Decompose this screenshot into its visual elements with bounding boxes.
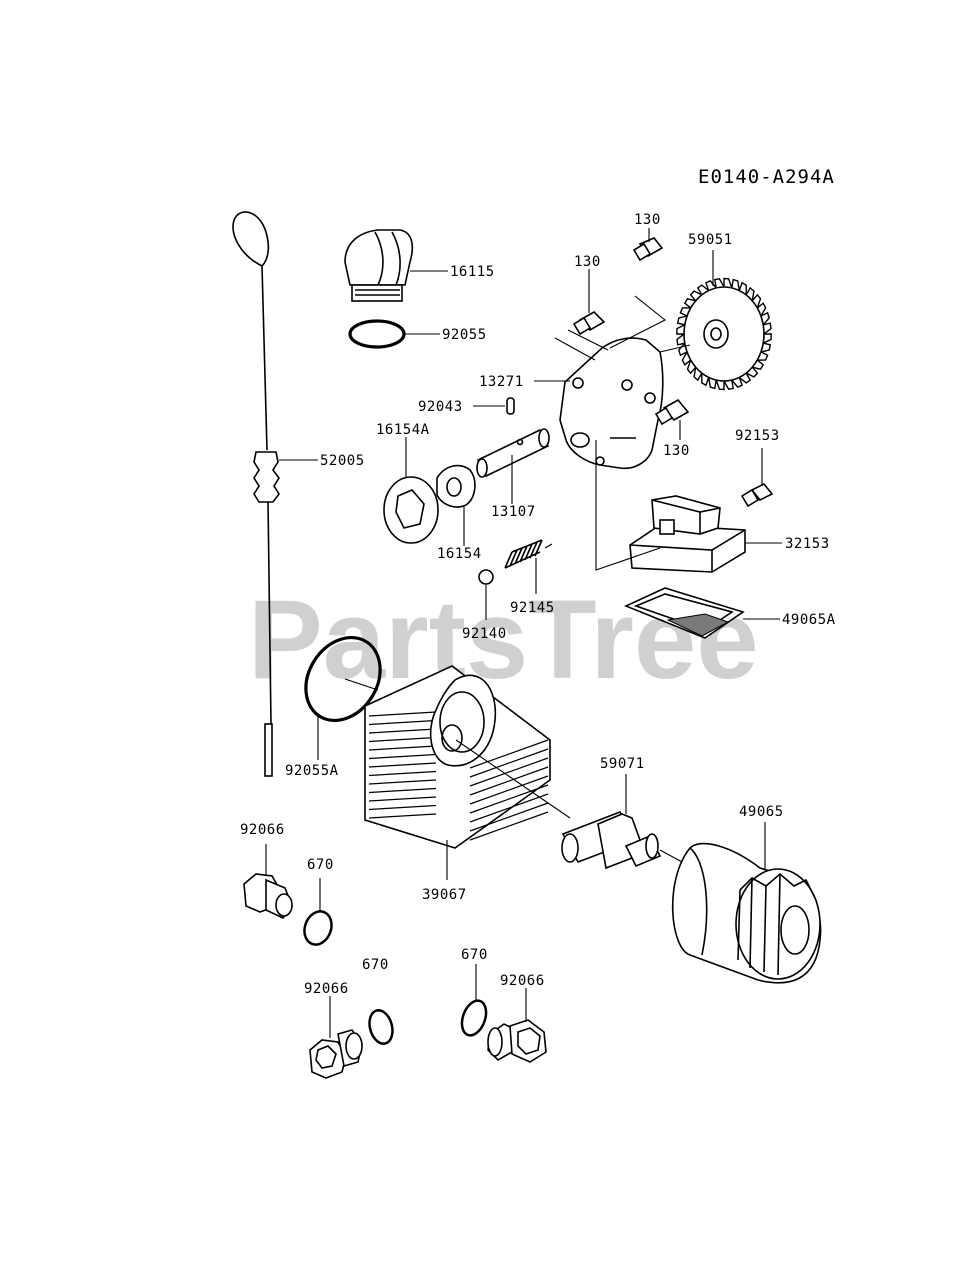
cooler-fin (469, 802, 549, 832)
callout-670-c: 670 (461, 947, 488, 963)
callout-670-b: 670 (362, 957, 389, 973)
callout-13271: 13271 (479, 374, 524, 390)
callout-16115: 16115 (450, 264, 495, 280)
cooler-fin (368, 813, 437, 819)
callout-92140: 92140 (462, 626, 507, 642)
callout-92153: 92153 (735, 428, 780, 444)
oil-cooler-part (364, 665, 571, 880)
outer-rotor-part (383, 437, 439, 544)
callout-32153: 32153 (785, 536, 830, 552)
o-ring-670-b (368, 1009, 394, 1045)
relief-spring-part (504, 539, 553, 594)
drain-plug-92066-c (487, 988, 547, 1063)
pump-shaft-part (476, 428, 550, 504)
oil-pump-gear-part (609, 250, 772, 391)
callout-130-left: 130 (574, 254, 601, 270)
cooler-fin (368, 787, 437, 794)
cooler-fin (368, 770, 437, 777)
callout-92055: 92055 (442, 327, 487, 343)
diagram-code: E0140-A294A (698, 166, 835, 188)
drain-plug-92066-b (309, 996, 363, 1079)
cooler-fin (368, 728, 437, 734)
dipstick-part (232, 211, 318, 777)
callout-130-right: 130 (663, 443, 690, 459)
callout-92066-c: 92066 (500, 973, 545, 989)
o-ring-92055-part (348, 319, 440, 349)
callout-670-a: 670 (307, 857, 334, 873)
cooler-fin (368, 745, 437, 751)
cooler-fin (368, 804, 437, 811)
cooler-fin (368, 762, 437, 768)
callout-92066-b: 92066 (304, 981, 349, 997)
cooler-fin (368, 736, 437, 743)
callout-39067: 39067 (422, 887, 467, 903)
pump-cover-plate-part (534, 329, 664, 470)
o-ring-92055A-part (304, 635, 382, 760)
cooler-fin (469, 811, 549, 841)
oil-filter-nipple-part (561, 774, 683, 870)
callout-92043: 92043 (418, 399, 463, 415)
bolt-92153-part (740, 448, 774, 508)
o-ring-670-a (303, 878, 333, 946)
o-ring-670-c (460, 964, 488, 1037)
oil-filter-part (671, 822, 822, 984)
cooler-fin (368, 779, 437, 785)
callout-130-top: 130 (634, 212, 661, 228)
callout-49065: 49065 (739, 804, 784, 820)
pin-92043-part (473, 397, 515, 415)
callout-92145: 92145 (510, 600, 555, 616)
bolt-130-left (572, 269, 606, 336)
cooler-fin (469, 784, 549, 814)
cooler-fin (368, 711, 437, 717)
cooler-fin (469, 793, 549, 823)
callout-59051: 59051 (688, 232, 733, 248)
cooler-fin (368, 753, 437, 760)
callout-59071: 59071 (600, 756, 645, 772)
cooler-fin (469, 766, 549, 796)
bolt-130-right (654, 398, 690, 440)
callout-16154A: 16154A (376, 422, 430, 438)
cooler-fin (469, 757, 549, 787)
callout-49065A: 49065A (782, 612, 836, 628)
callout-92066-a: 92066 (240, 822, 285, 838)
cooler-fin (469, 748, 549, 778)
callout-13107: 13107 (491, 504, 536, 520)
bolt-130-top (632, 228, 664, 262)
strainer-gasket-part (623, 587, 780, 639)
callout-92055A: 92055A (285, 763, 339, 779)
inner-rotor-part (436, 464, 476, 546)
callout-52005: 52005 (320, 453, 365, 469)
oil-strainer-part (595, 440, 782, 573)
callout-16154: 16154 (437, 546, 482, 562)
cooler-fin (469, 739, 549, 769)
cooler-fin (368, 719, 437, 726)
drain-plug-92066-a (243, 844, 293, 920)
cooler-fin (469, 775, 549, 805)
cooler-fin (368, 796, 437, 802)
relief-ball-part (478, 569, 494, 620)
oil-filler-cap-part (344, 229, 448, 302)
